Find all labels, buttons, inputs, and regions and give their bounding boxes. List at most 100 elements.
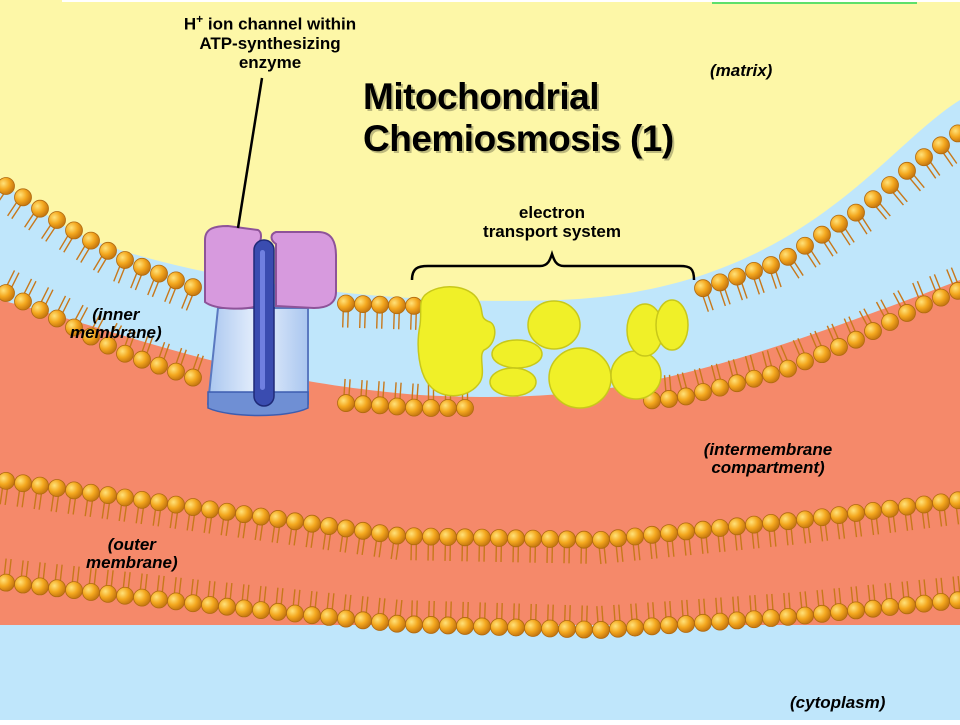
electron-transport-proteins <box>418 287 688 408</box>
phospholipid-head <box>185 595 202 612</box>
phospholipid-head <box>797 353 814 370</box>
phospholipid-tail <box>565 605 566 622</box>
enzyme-label-h: H <box>184 15 196 34</box>
phospholipid-head <box>219 598 236 615</box>
ets-label-line2: transport system <box>452 222 652 241</box>
phospholipid-head <box>491 529 508 546</box>
phospholipid-head <box>508 619 525 636</box>
phospholipid-head <box>338 610 355 627</box>
phospholipid-tail <box>411 313 412 330</box>
phospholipid-head <box>372 525 389 542</box>
phospholipid-tail <box>399 312 400 329</box>
phospholipid-head <box>406 528 423 545</box>
phospholipid-head <box>168 272 185 289</box>
inner-membrane-line1: (inner <box>70 306 162 324</box>
phospholipid-tail <box>582 605 583 622</box>
phospholipid-head <box>695 280 712 297</box>
phospholipid-head <box>610 530 627 547</box>
phospholipid-head <box>440 400 457 417</box>
phospholipid-head <box>644 618 661 635</box>
phospholipid-head <box>270 510 287 527</box>
intermembrane-line2: compartment) <box>688 459 848 477</box>
cytoplasm-label: (cytoplasm) <box>790 694 885 712</box>
phospholipid-head <box>32 578 49 595</box>
phospholipid-head <box>372 614 389 631</box>
phospholipid-head <box>814 346 831 363</box>
atp-synthase-right-head <box>272 232 337 308</box>
phospholipid-head <box>304 515 321 532</box>
phospholipid-head <box>117 489 134 506</box>
phospholipid-head <box>746 516 763 533</box>
phospholipid-head <box>763 610 780 627</box>
phospholipid-tail <box>468 602 469 619</box>
phospholipid-head <box>185 279 202 296</box>
phospholipid-head <box>0 472 15 489</box>
phospholipid-head <box>882 599 899 616</box>
phospholipid-head <box>899 597 916 614</box>
phospholipid-head <box>916 149 933 166</box>
phospholipid-tail <box>553 605 554 622</box>
phospholipid-head <box>916 496 933 513</box>
phospholipid-head <box>117 252 134 269</box>
phospholipid-tail <box>451 602 452 619</box>
phospholipid-head <box>848 204 865 221</box>
phospholipid-tail <box>348 310 349 327</box>
phospholipid-head <box>117 587 134 604</box>
phospholipid-head <box>933 593 950 610</box>
phospholipid-head <box>865 323 882 340</box>
h-ion-channel-highlight <box>260 250 265 390</box>
phospholipid-head <box>83 584 100 601</box>
phospholipid-head <box>66 582 83 599</box>
phospholipid-head <box>576 531 593 548</box>
phospholipid-head <box>746 370 763 387</box>
ets-protein-c <box>490 368 536 396</box>
phospholipid-head <box>185 499 202 516</box>
phospholipid-head <box>0 574 15 591</box>
phospholipid-head <box>372 397 389 414</box>
page-title: Mitochondrial Chemiosmosis (1) <box>363 76 674 160</box>
phospholipid-head <box>49 479 66 496</box>
phospholipid-tail <box>412 600 413 617</box>
phospholipid-head <box>236 600 253 617</box>
intermembrane-label: (intermembrane compartment) <box>688 441 848 477</box>
phospholipid-tail <box>382 312 383 329</box>
phospholipid-head <box>372 296 389 313</box>
phospholipid-head <box>236 506 253 523</box>
phospholipid-head <box>100 487 117 504</box>
phospholipid-head <box>797 511 814 528</box>
phospholipid-head <box>440 617 457 634</box>
phospholipid-head <box>746 262 763 279</box>
ets-protein-e <box>611 351 661 399</box>
phospholipid-tail <box>514 603 515 620</box>
ets-protein-b <box>492 340 542 368</box>
phospholipid-head <box>83 484 100 501</box>
phospholipid-head <box>729 518 746 535</box>
phospholipid-head <box>729 612 746 629</box>
phospholipid-head <box>355 522 372 539</box>
title-line1: Mitochondrial <box>363 76 674 118</box>
phospholipid-head <box>253 602 270 619</box>
phospholipid-head <box>321 608 338 625</box>
phospholipid-head <box>49 310 66 327</box>
phospholipid-head <box>882 177 899 194</box>
phospholipid-head <box>440 528 457 545</box>
ets-protein-a <box>528 301 580 349</box>
phospholipid-head <box>100 242 117 259</box>
phospholipid-head <box>831 338 848 355</box>
phospholipid-head <box>338 295 355 312</box>
phospholipid-tail <box>497 603 498 620</box>
phospholipid-head <box>168 496 185 513</box>
phospholipid-head <box>338 520 355 537</box>
phospholipid-head <box>508 530 525 547</box>
phospholipid-head <box>746 611 763 628</box>
phospholipid-head <box>457 529 474 546</box>
phospholipid-head <box>610 620 627 637</box>
phospholipid-head <box>406 399 423 416</box>
phospholipid-head <box>695 614 712 631</box>
phospholipid-head <box>457 400 474 417</box>
ets-label-line1: electron <box>452 203 652 222</box>
phospholipid-tail <box>531 604 532 621</box>
phospholipid-head <box>695 384 712 401</box>
phospholipid-head <box>474 529 491 546</box>
